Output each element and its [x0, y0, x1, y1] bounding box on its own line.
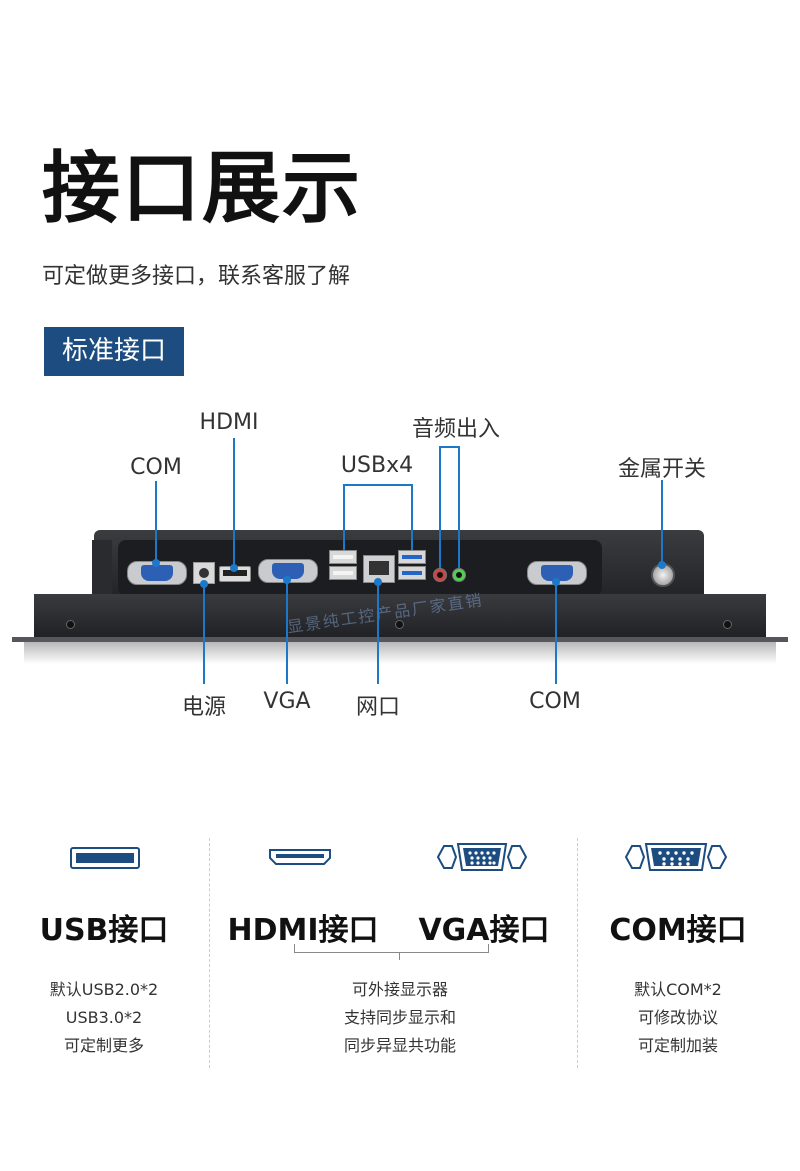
leader-dot [152, 559, 160, 567]
interface-name-vga: VGA接口 [418, 913, 550, 948]
screw-icon [723, 620, 732, 629]
leader-line [343, 484, 345, 550]
leader-line [286, 580, 288, 684]
hdmi-port-icon [269, 849, 331, 865]
leader-line [458, 446, 460, 568]
com-description: 默认COM*2 可修改协议 可定制加装 [608, 976, 748, 1060]
interface-name-hdmi: HDMI接口 [227, 913, 379, 948]
usb3-port-icon [398, 566, 426, 580]
leader-line [411, 484, 413, 550]
usb-port-icon [329, 566, 357, 580]
interface-name-usb: USB接口 [39, 913, 169, 948]
desc-line: 支持同步显示和 [343, 1008, 456, 1027]
label-usb: USBx4 [340, 453, 414, 478]
leader-line [555, 582, 557, 684]
leader-line [155, 481, 157, 563]
usb3-port-icon [398, 550, 426, 564]
usb-port-icon [329, 550, 357, 564]
desc-line: USB3.0*2 [65, 1008, 143, 1027]
desc-line: 可外接显示器 [351, 980, 448, 999]
label-hdmi: HDMI [199, 410, 259, 435]
desc-line: 可修改协议 [637, 1008, 718, 1027]
leader-line [343, 484, 413, 486]
leader-line [661, 480, 663, 565]
section-badge: 标准接口 [44, 327, 184, 376]
vga-port-icon [436, 843, 528, 871]
leader-line [233, 438, 235, 568]
desc-line: 默认COM*2 [634, 980, 722, 999]
desc-line: 可定制加装 [637, 1036, 718, 1055]
leader-line [203, 584, 205, 684]
usb-description: 默认USB2.0*2 USB3.0*2 可定制更多 [34, 976, 174, 1060]
group-bracket-tick [399, 952, 400, 960]
device-shadow [24, 642, 776, 664]
label-audio: 音频出入 [411, 417, 501, 442]
label-com-right: COM [529, 689, 581, 714]
desc-line: 可定制更多 [63, 1036, 144, 1055]
screw-icon [66, 620, 75, 629]
leader-line [439, 446, 460, 448]
hdmi-vga-description: 可外接显示器 支持同步显示和 同步异显共功能 [320, 976, 480, 1060]
audio-in-jack-icon [452, 568, 466, 582]
page-title: 接口展示 [42, 144, 363, 234]
leader-dot [658, 561, 666, 569]
desc-line: 同步异显共功能 [343, 1036, 456, 1055]
label-power: 电源 [181, 695, 227, 720]
dc-power-jack-icon [193, 562, 215, 584]
leader-dot [230, 564, 238, 572]
leader-line [377, 582, 379, 684]
label-vga: VGA [263, 689, 311, 714]
metal-power-switch-icon [651, 563, 675, 587]
group-bracket [294, 944, 489, 953]
audio-out-jack-icon [433, 568, 447, 582]
device-base-edge [12, 637, 788, 642]
page-subtitle: 可定做更多接口，联系客服了解 [42, 264, 351, 289]
screw-icon [395, 620, 404, 629]
device-bezel [34, 594, 766, 640]
interface-name-com: COM接口 [609, 913, 747, 948]
label-lan: 网口 [355, 695, 401, 720]
label-com-left: COM [130, 455, 182, 480]
label-power-switch: 金属开关 [617, 457, 707, 482]
column-divider [577, 838, 578, 1068]
desc-line: 默认USB2.0*2 [49, 980, 159, 999]
leader-line [439, 446, 441, 568]
usb-port-icon [70, 847, 140, 869]
column-divider [209, 838, 210, 1068]
com-port-icon [624, 843, 728, 871]
